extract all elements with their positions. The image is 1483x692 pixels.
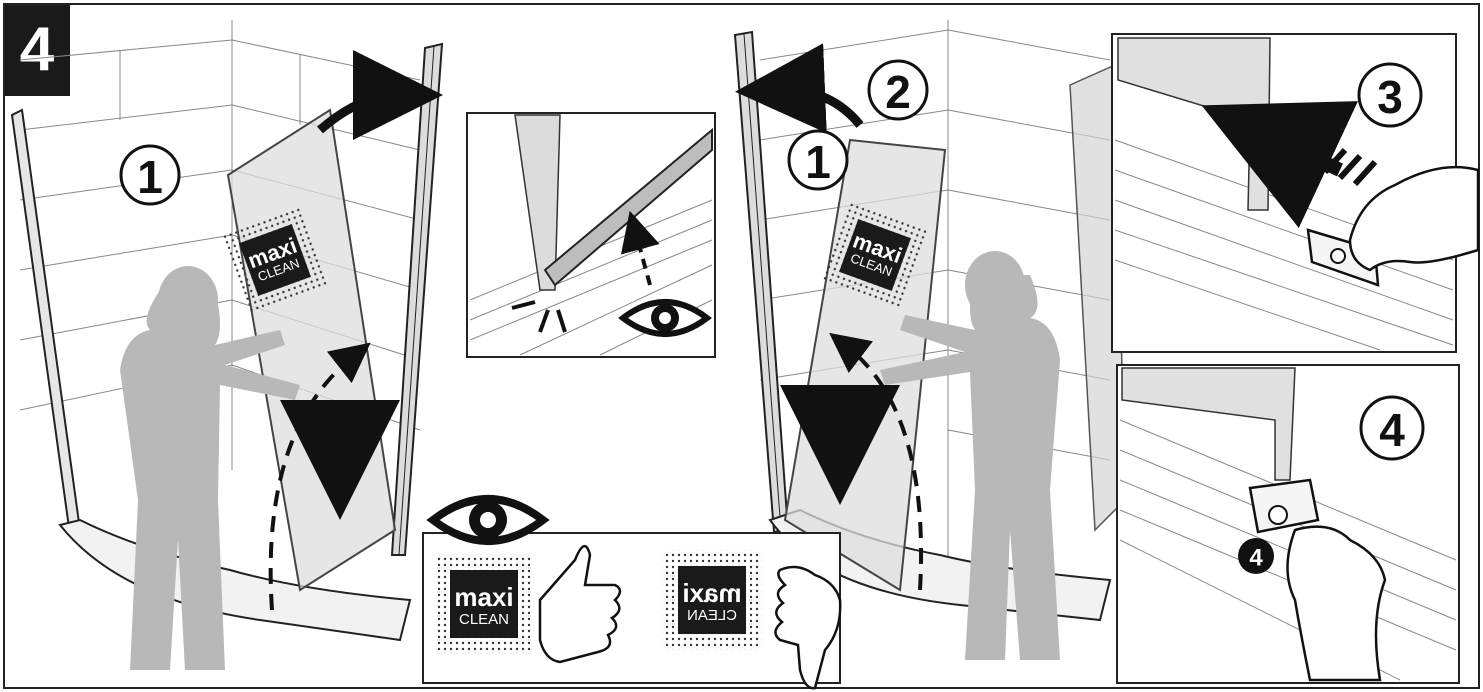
- curved-arrow-icon: [320, 95, 398, 130]
- svg-text:maxi: maxi: [682, 578, 741, 608]
- svg-text:CLEAN: CLEAN: [459, 611, 509, 628]
- svg-text:3: 3: [1377, 71, 1403, 123]
- eye-icon: [433, 499, 543, 541]
- svg-text:maxi: maxi: [454, 582, 513, 612]
- curved-arrow-icon-mid: [780, 90, 860, 125]
- mid-left-profile: [735, 32, 788, 532]
- eye-icon: [623, 302, 707, 334]
- svg-text:1: 1: [137, 151, 163, 203]
- svg-text:4: 4: [1249, 545, 1263, 572]
- step-circle-3: 3: [1359, 64, 1421, 126]
- small-step-4-badge: 4: [1238, 538, 1274, 574]
- logo-correct: maxi CLEAN: [434, 554, 534, 654]
- detail-panel-3: 3: [1112, 34, 1478, 352]
- detail-panel-4: 4 4: [1117, 365, 1459, 683]
- svg-text:1: 1: [805, 136, 831, 188]
- logo-mirrored: maxi CLEAN: [662, 550, 762, 650]
- step-circle-2-mid: 2: [869, 61, 927, 119]
- step-circle-1-left: 1: [121, 146, 179, 204]
- svg-text:4: 4: [1379, 404, 1405, 456]
- step-circle-1-mid: 1: [789, 131, 847, 189]
- left-scene: maxi CLEAN 1: [12, 20, 442, 670]
- left-wall-profile: [12, 110, 80, 535]
- detail-inset-bottom-seal: [467, 113, 715, 357]
- svg-text:CLEAN: CLEAN: [687, 607, 737, 624]
- svg-text:2: 2: [885, 66, 911, 118]
- step-circle-4: 4: [1361, 397, 1423, 459]
